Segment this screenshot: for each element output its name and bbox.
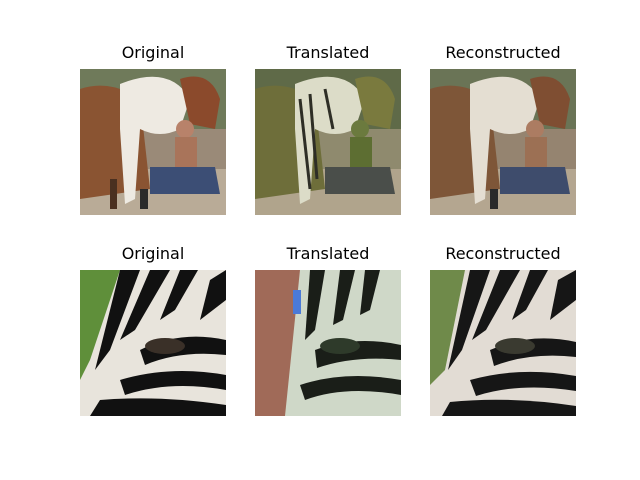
panel-title: Translated [286,244,370,263]
zebra-reconstructed-image [430,270,576,416]
panel-title: Translated [286,43,370,62]
panel-title: Original [121,244,185,263]
horse-translated-image [255,69,401,215]
zebra-original-image [80,270,226,416]
panel-title: Reconstructed [445,244,561,263]
horse-reconstructed-image [430,69,576,215]
horse-original-image [80,69,226,215]
panel-title: Original [121,43,185,62]
panel-title: Reconstructed [445,43,561,62]
zebra-translated-image [255,270,401,416]
